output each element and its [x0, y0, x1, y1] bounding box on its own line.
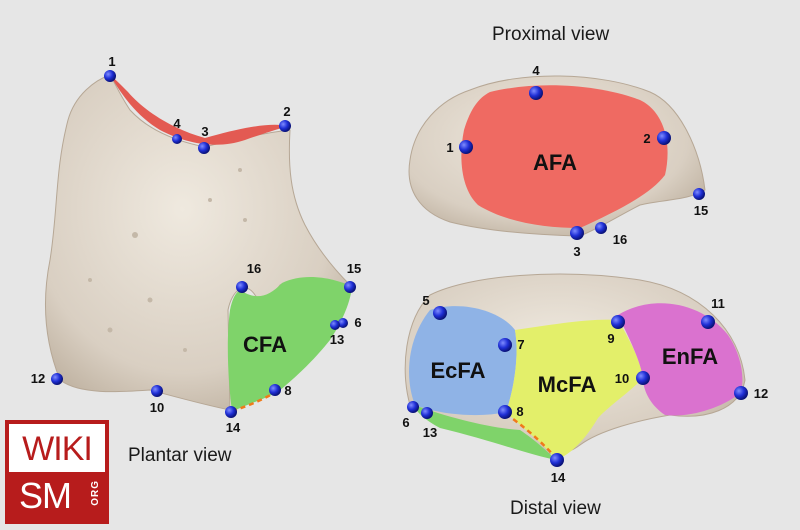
- logo-side-text: ORG: [90, 480, 101, 506]
- landmark-marker: [611, 315, 625, 329]
- landmark-label: 15: [347, 261, 361, 276]
- landmark-marker: [344, 281, 356, 293]
- distal-view-title: Distal view: [510, 498, 601, 520]
- facet-label-enfa: EnFA: [662, 344, 718, 369]
- landmark-marker: [407, 401, 419, 413]
- plantar-view-bone: [45, 75, 352, 412]
- landmark-label: 2: [283, 104, 290, 119]
- plantar-view-title: Plantar view: [128, 445, 232, 467]
- landmark-label: 5: [422, 293, 429, 308]
- landmark-label: 3: [573, 244, 580, 259]
- landmark-label: 8: [284, 383, 291, 398]
- landmark-label: 6: [354, 315, 361, 330]
- landmark-marker: [421, 407, 433, 419]
- landmark-label: 16: [247, 261, 261, 276]
- logo-bottom-text: SM: [19, 474, 71, 518]
- logo-bottom-band: SM ORG: [9, 472, 105, 520]
- wikism-logo: WIKI SM ORG: [5, 420, 109, 524]
- landmark-label: 7: [517, 337, 524, 352]
- landmark-marker: [570, 226, 584, 240]
- landmark-label: 2: [643, 131, 650, 146]
- landmark-marker: [279, 120, 291, 132]
- landmark-marker: [104, 70, 116, 82]
- landmark-marker: [701, 315, 715, 329]
- landmark-label: 12: [31, 371, 45, 386]
- landmark-marker: [657, 131, 671, 145]
- landmark-label: 10: [615, 371, 629, 386]
- landmark-marker: [151, 385, 163, 397]
- landmark-marker: [330, 320, 340, 330]
- landmark-marker: [198, 142, 210, 154]
- landmark-marker: [225, 406, 237, 418]
- landmark-label: 16: [613, 232, 627, 247]
- landmark-label: 3: [201, 124, 208, 139]
- facet-label-cfa: CFA: [243, 332, 287, 357]
- landmark-marker: [693, 188, 705, 200]
- landmark-marker: [236, 281, 248, 293]
- landmark-marker: [595, 222, 607, 234]
- landmark-marker: [433, 306, 447, 320]
- landmark-label: 6: [402, 415, 409, 430]
- landmark-label: 14: [226, 420, 241, 435]
- landmark-label: 15: [694, 203, 708, 218]
- landmark-marker: [498, 405, 512, 419]
- facet-label-mcfa: McFA: [538, 372, 597, 397]
- landmark-label: 14: [551, 470, 566, 485]
- landmark-marker: [636, 371, 650, 385]
- facet-label-ecfa: EcFA: [430, 358, 485, 383]
- logo-top-text: WIKI: [9, 424, 105, 472]
- landmark-label: 8: [516, 404, 523, 419]
- landmark-marker: [550, 453, 564, 467]
- landmark-label: 13: [330, 332, 344, 347]
- landmark-label: 4: [173, 116, 181, 131]
- landmark-marker: [498, 338, 512, 352]
- landmark-label: 13: [423, 425, 437, 440]
- landmark-label: 12: [754, 386, 768, 401]
- landmark-label: 10: [150, 400, 164, 415]
- landmark-label: 1: [446, 140, 453, 155]
- landmark-label: 11: [711, 296, 725, 311]
- landmark-marker: [459, 140, 473, 154]
- landmark-label: 4: [532, 63, 540, 78]
- landmark-marker: [734, 386, 748, 400]
- landmark-marker: [269, 384, 281, 396]
- facet-label-afa: AFA: [533, 150, 577, 175]
- landmark-marker: [172, 134, 182, 144]
- landmark-marker: [529, 86, 543, 100]
- landmark-label: 9: [607, 331, 614, 346]
- landmark-marker: [51, 373, 63, 385]
- proximal-view-title: Proximal view: [492, 24, 609, 46]
- landmark-label: 1: [108, 54, 115, 69]
